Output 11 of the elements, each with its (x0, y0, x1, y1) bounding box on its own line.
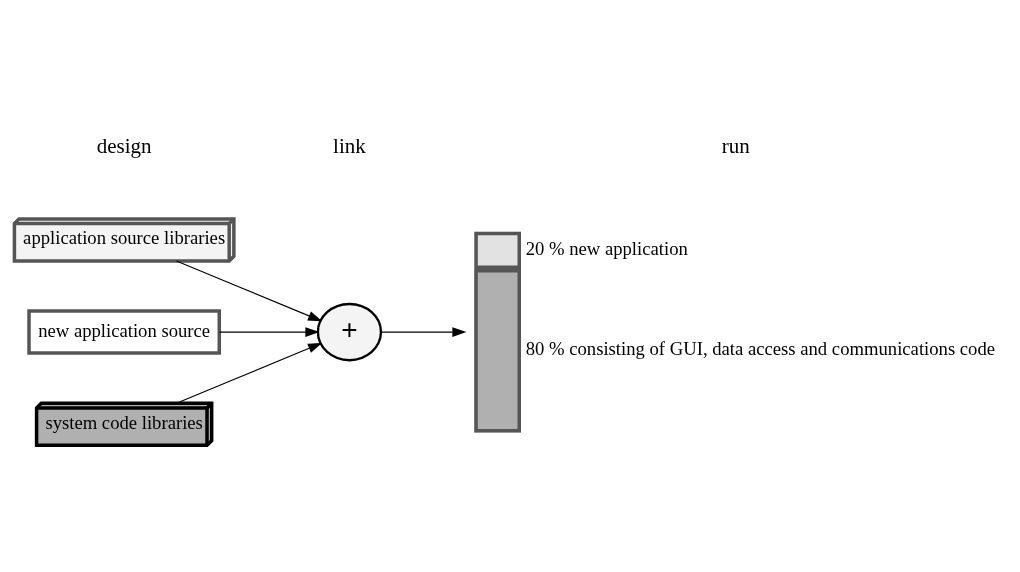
node-ellipse: + (316, 302, 382, 362)
arrow (218, 327, 319, 337)
node-label: 80 % consisting of GUI, data access and communications code (525, 338, 995, 360)
node-label: 20 % new application (525, 237, 688, 259)
arrow (379, 327, 466, 337)
label: link (332, 133, 366, 158)
node-box: new application source (26, 309, 221, 355)
label: design (96, 133, 152, 158)
label: run (721, 133, 750, 158)
arrow (175, 342, 322, 404)
arrow (175, 260, 322, 322)
